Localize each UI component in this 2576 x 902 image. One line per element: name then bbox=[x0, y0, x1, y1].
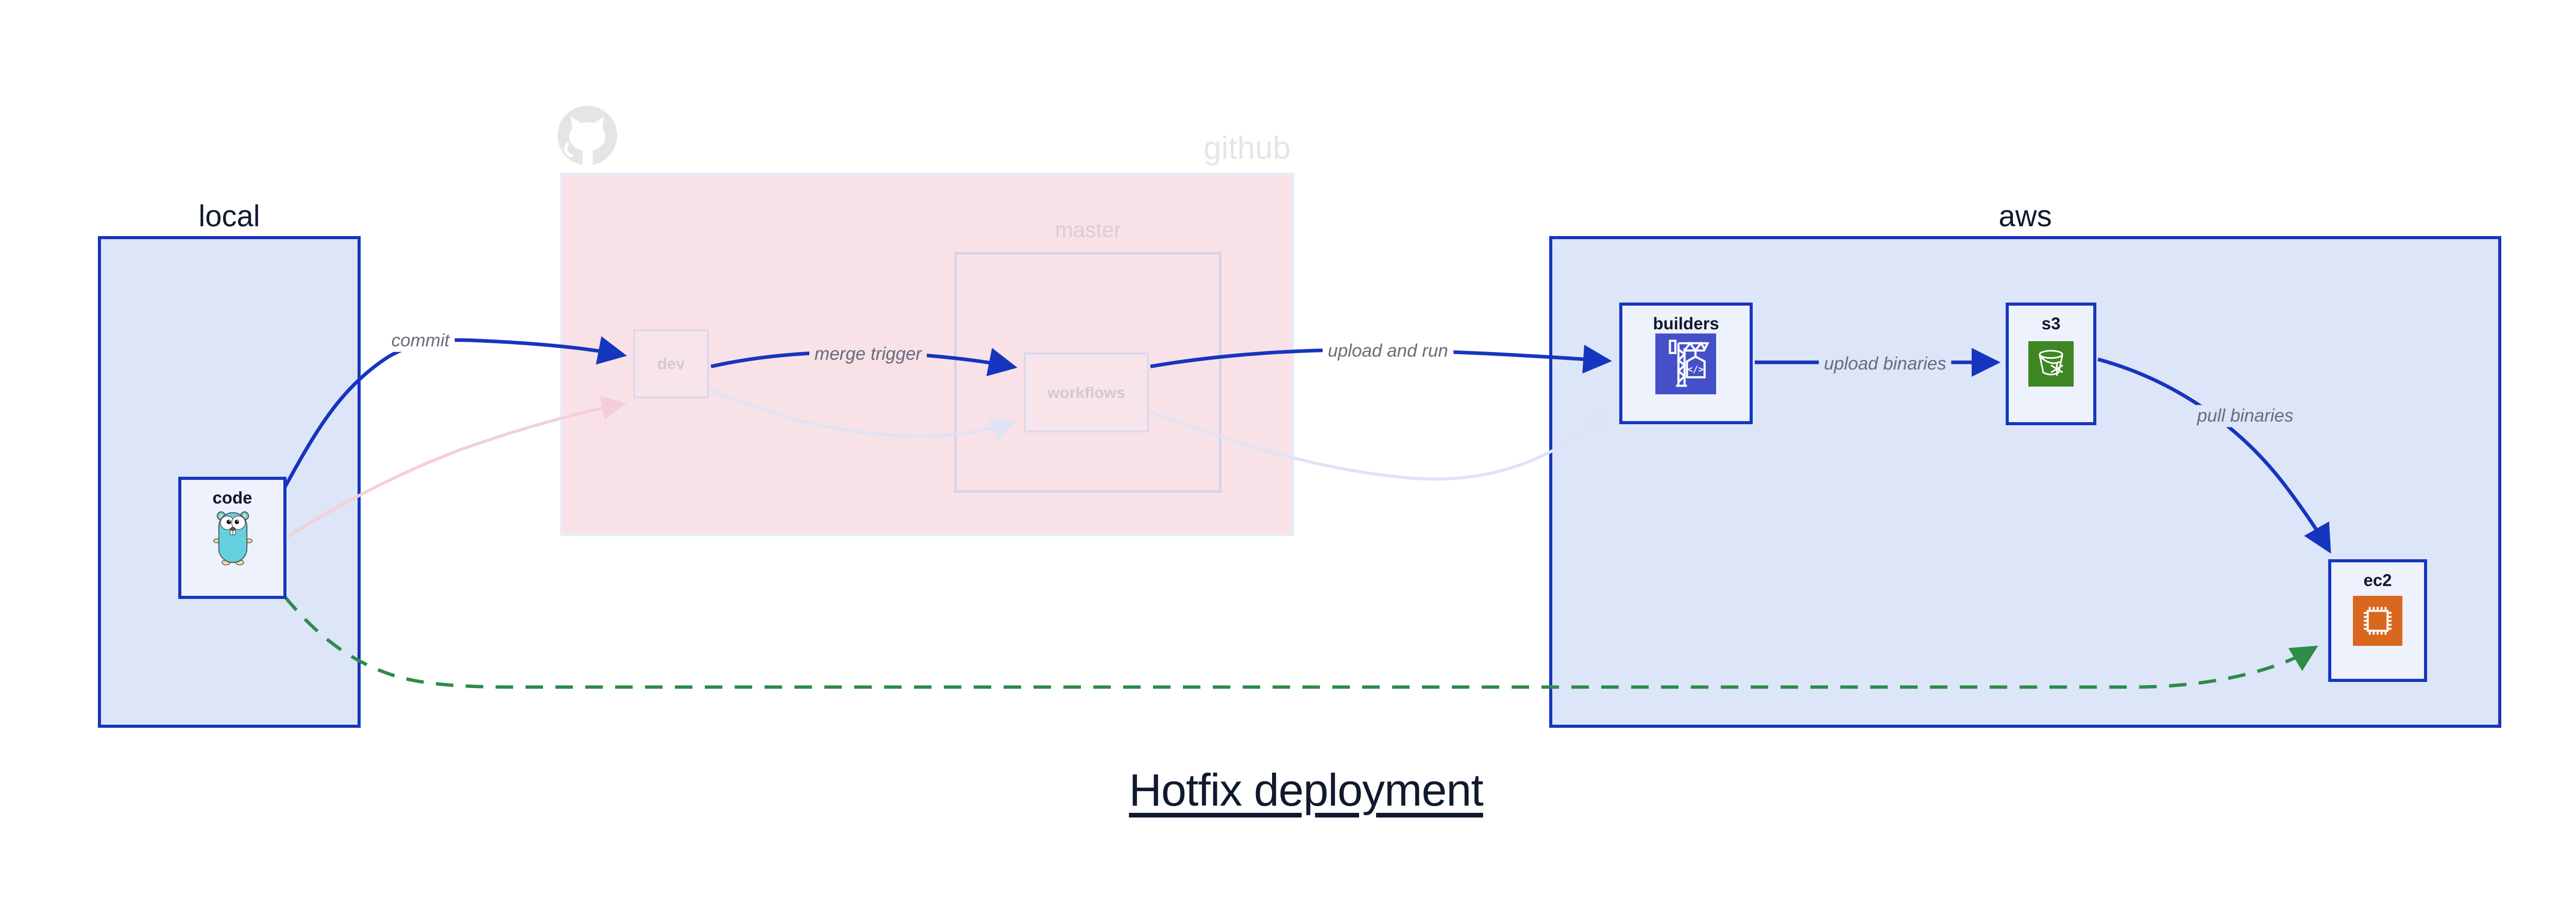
node-workflows-label: workflows bbox=[1047, 383, 1126, 402]
edge-code-dev-faded bbox=[286, 395, 626, 539]
edge-commit bbox=[283, 336, 627, 488]
edge-dev-workflows-faded bbox=[709, 388, 1016, 441]
aws-container-label: aws bbox=[1998, 199, 2052, 233]
github-logo-icon bbox=[557, 106, 617, 168]
node-ec2-label: ec2 bbox=[2363, 571, 2392, 590]
edge-code-ec2-hotfix bbox=[283, 595, 2318, 689]
edge-pull-binaries bbox=[2097, 357, 2331, 554]
node-workflows: workflows bbox=[1024, 353, 1149, 432]
master-branch-box bbox=[954, 252, 1222, 493]
diagram-title: Hotfix deployment bbox=[1129, 764, 1483, 815]
node-code-label: code bbox=[212, 488, 252, 507]
aws-codebuild-icon: </> bbox=[1655, 333, 1716, 394]
github-container-label: github bbox=[1204, 130, 1291, 166]
node-builders-label: builders bbox=[1653, 314, 1719, 333]
aws-ec2-icon bbox=[2353, 596, 2402, 646]
node-s3-label: s3 bbox=[2041, 314, 2061, 333]
edge-label-upload-binaries: upload binaries bbox=[1819, 353, 1952, 375]
edge-workflows-builders-faded bbox=[1149, 406, 1610, 481]
svg-text:</>: </> bbox=[1687, 365, 1704, 375]
edge-label-upload-and-run: upload and run bbox=[1323, 340, 1453, 362]
edge-label-commit: commit bbox=[386, 329, 455, 352]
go-gopher-icon bbox=[213, 511, 253, 565]
aws-s3-glacier-icon bbox=[2028, 341, 2074, 387]
edge-label-pull-binaries: pull binaries bbox=[2192, 405, 2299, 427]
node-dev: dev bbox=[633, 329, 709, 398]
local-container-label: local bbox=[198, 199, 260, 233]
edge-label-merge-trigger: merge trigger bbox=[809, 343, 927, 365]
node-dev-label: dev bbox=[657, 355, 685, 373]
master-branch-label: master bbox=[1055, 218, 1122, 242]
